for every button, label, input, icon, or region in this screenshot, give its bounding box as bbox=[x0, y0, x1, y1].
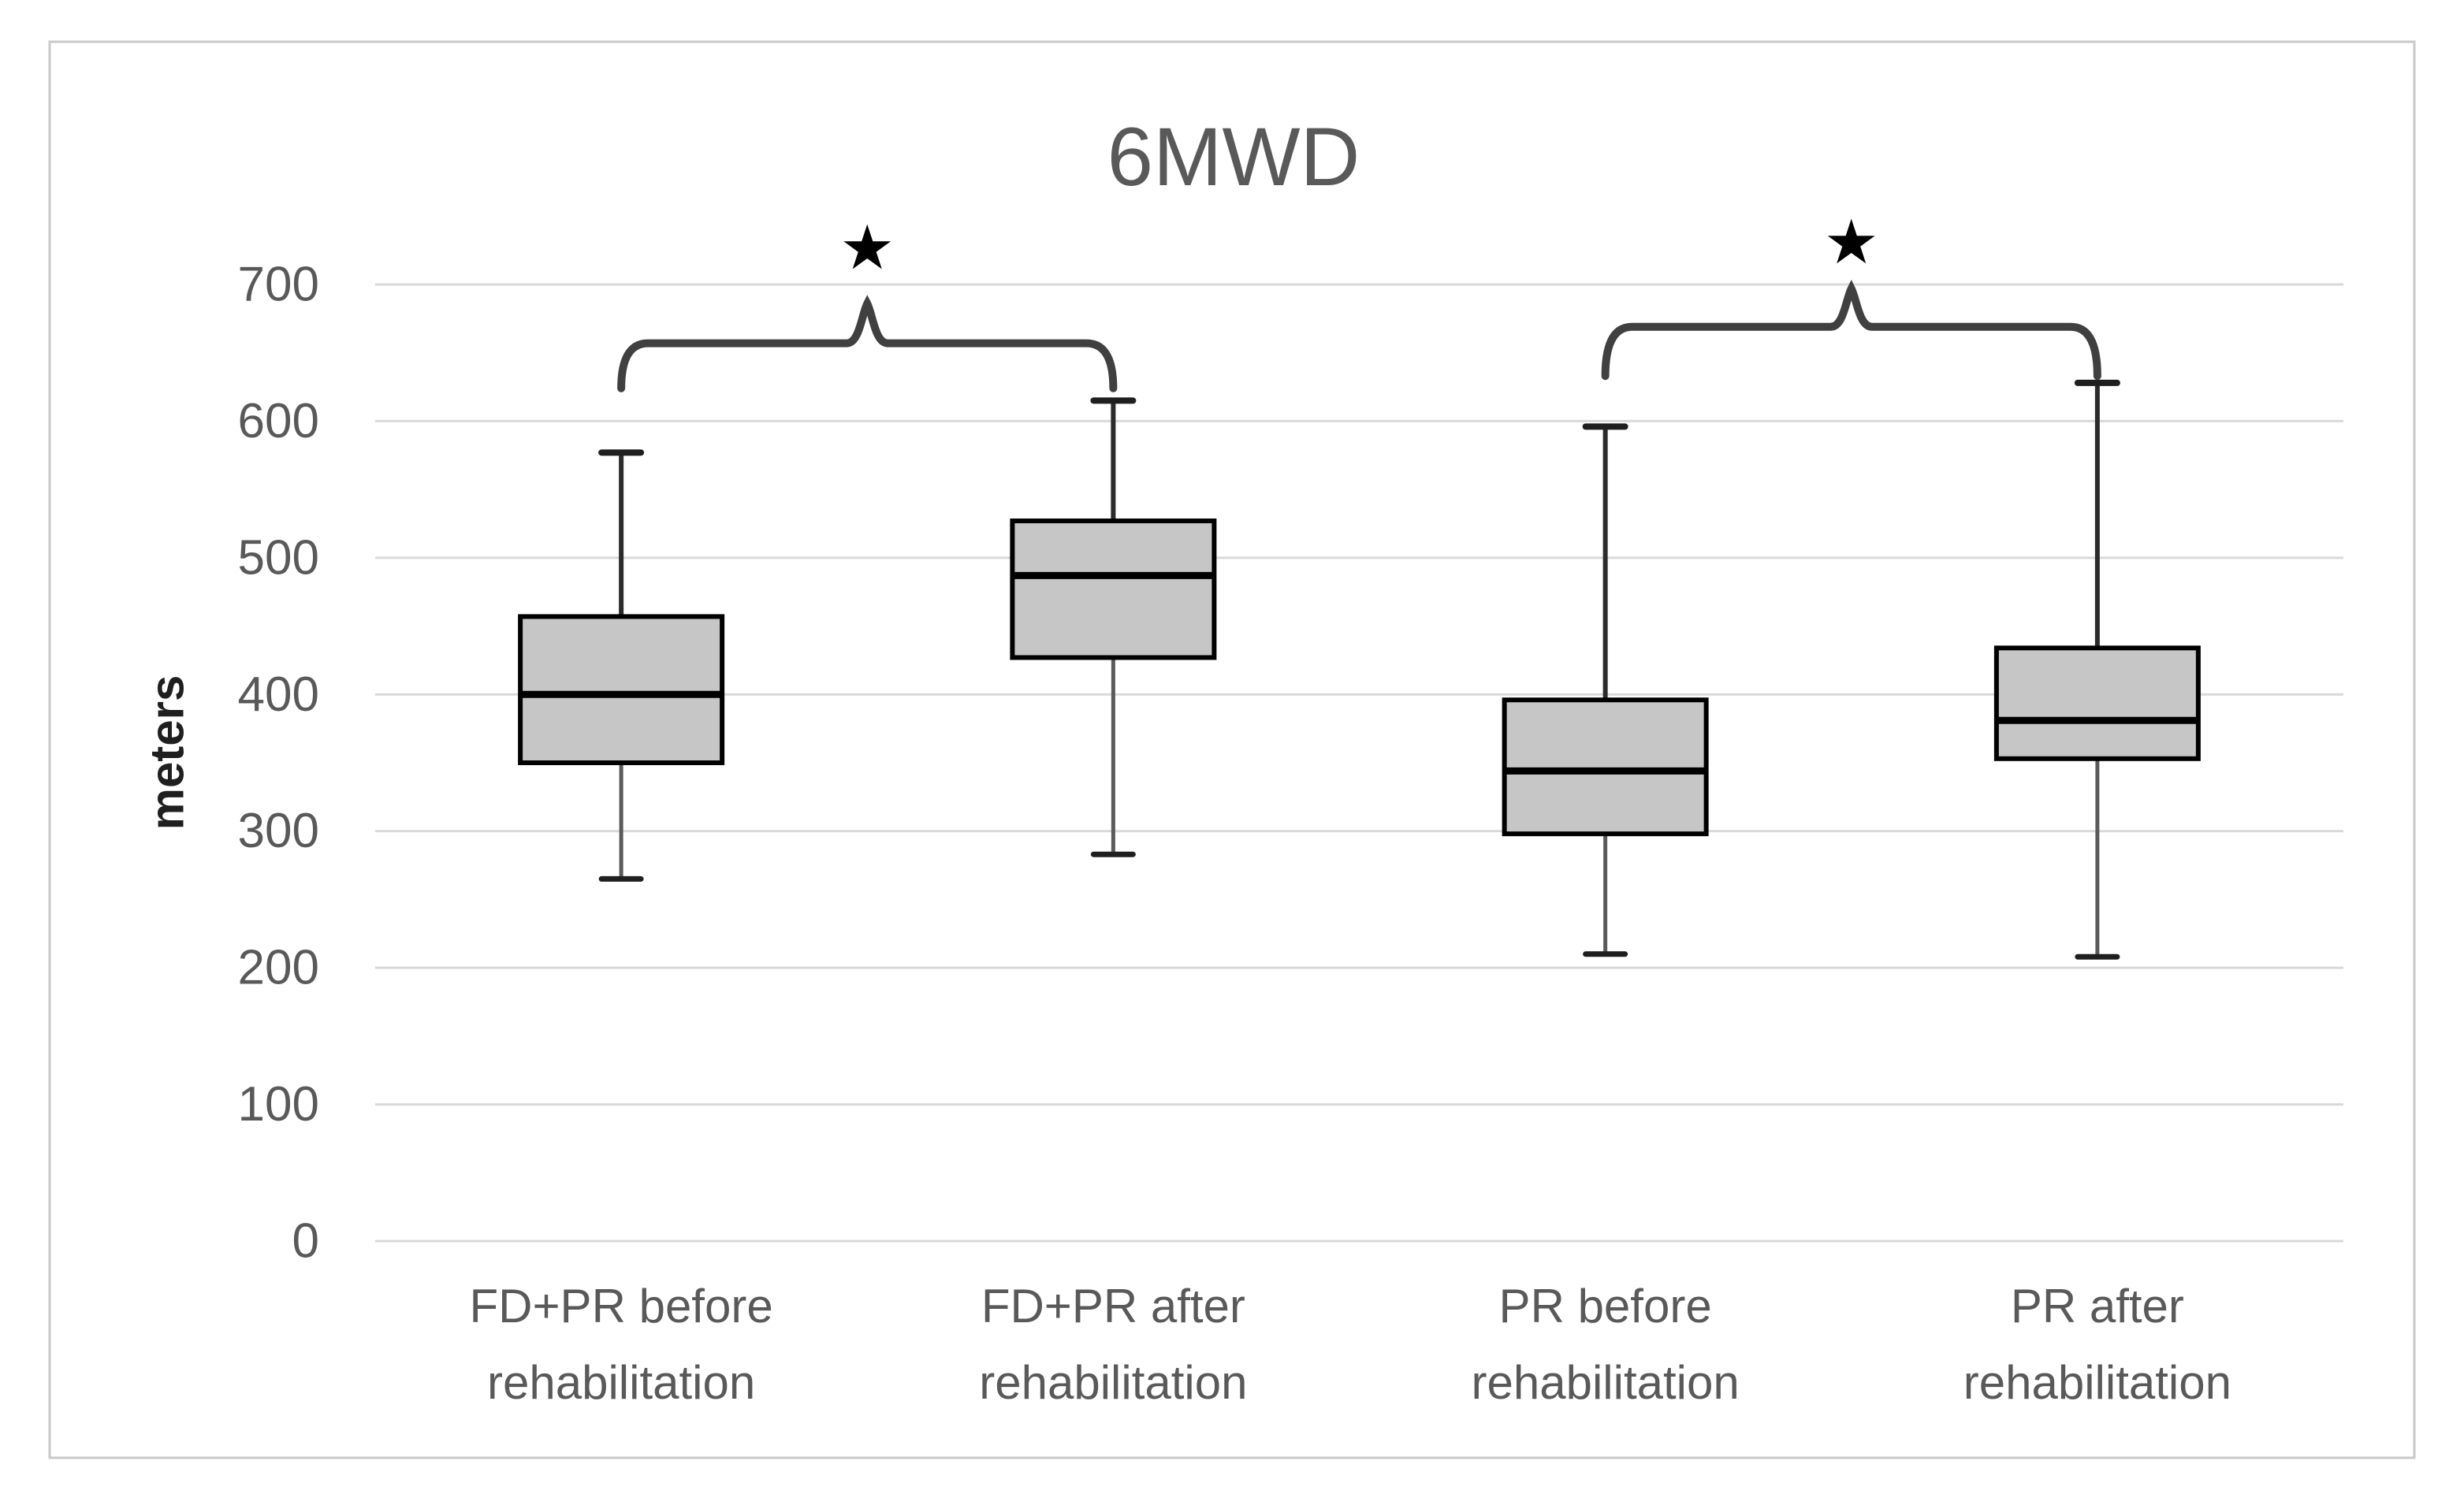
y-tick-label-100: 100 bbox=[238, 1077, 319, 1132]
chart-border bbox=[48, 40, 2416, 1459]
category-label-line: FD+PR after bbox=[981, 1280, 1245, 1332]
y-tick-labels-group: 0 100 200 300 400 500 600 700 bbox=[238, 258, 319, 1269]
y-tick-label-200: 200 bbox=[238, 941, 319, 995]
bracket-brace bbox=[1601, 280, 2101, 381]
star-icon: ★ bbox=[839, 213, 895, 282]
y-tick-label-300: 300 bbox=[238, 804, 319, 858]
iqr-box bbox=[518, 614, 725, 766]
boxplot-series-group bbox=[518, 379, 2201, 960]
boxplot-4 bbox=[1993, 379, 2201, 960]
category-labels-group: FD+PR before rehabilitation FD+PR after reh… bbox=[470, 1280, 2231, 1409]
boxplot-3 bbox=[1502, 423, 1709, 957]
bracket-brace bbox=[617, 295, 1118, 392]
category-label-line: rehabilitation bbox=[1963, 1356, 2231, 1409]
category-label-line: FD+PR before bbox=[470, 1280, 773, 1332]
boxplot-2 bbox=[1010, 397, 1217, 857]
significance-annotation-2: ★ bbox=[1601, 207, 2101, 381]
category-label-line: PR after bbox=[2011, 1280, 2184, 1332]
category-label-3: PR before rehabilitation bbox=[1472, 1280, 1740, 1409]
iqr-box bbox=[1010, 518, 1217, 660]
category-label-2: FD+PR after rehabilitation bbox=[979, 1280, 1247, 1409]
chart-title: 6MWD bbox=[1107, 111, 1360, 203]
y-tick-label-0: 0 bbox=[292, 1214, 319, 1269]
y-tick-label-700: 700 bbox=[238, 258, 319, 312]
iqr-box bbox=[1993, 645, 2201, 761]
iqr-box bbox=[1502, 697, 1709, 837]
significance-annotations-group: ★★ bbox=[617, 207, 2101, 392]
category-label-line: rehabilitation bbox=[487, 1356, 755, 1409]
y-axis-title: meters bbox=[141, 675, 194, 831]
category-label-1: FD+PR before rehabilitation bbox=[470, 1280, 773, 1409]
y-tick-label-400: 400 bbox=[238, 667, 319, 722]
y-tick-label-600: 600 bbox=[238, 394, 319, 448]
star-icon: ★ bbox=[1824, 207, 1879, 277]
category-label-line: rehabilitation bbox=[979, 1356, 1247, 1409]
significance-annotation-1: ★ bbox=[617, 213, 1118, 392]
y-tick-label-500: 500 bbox=[238, 530, 319, 585]
boxplot-1 bbox=[518, 449, 725, 882]
category-label-4: PR after rehabilitation bbox=[1963, 1280, 2231, 1409]
category-label-line: rehabilitation bbox=[1472, 1356, 1740, 1409]
category-label-line: PR before bbox=[1499, 1280, 1712, 1332]
